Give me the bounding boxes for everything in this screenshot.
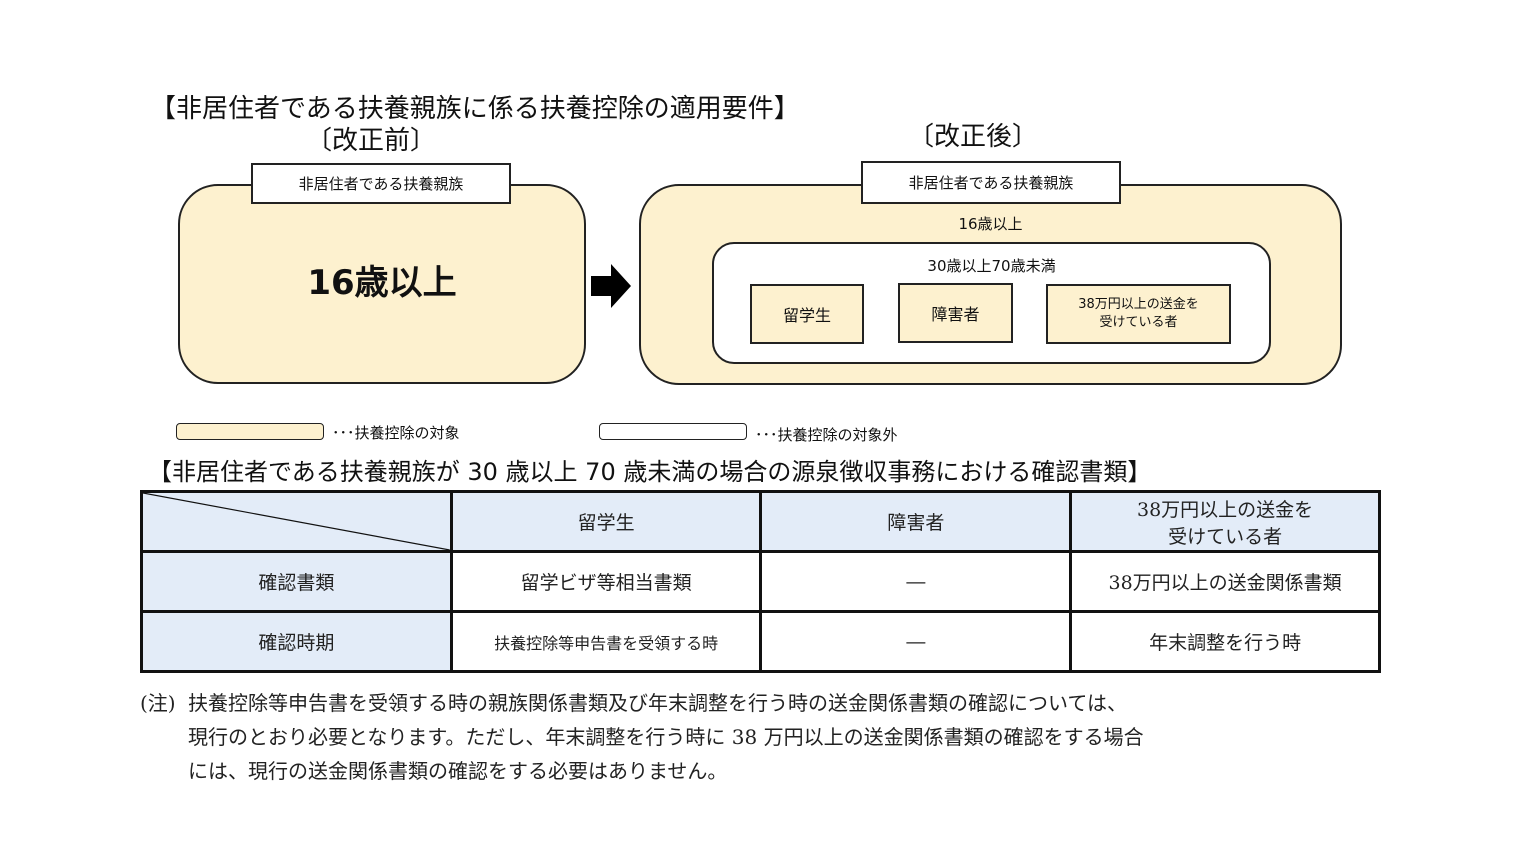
table-title: 【非居住者である扶養親族が 30 歳以上 70 歳未満の場合の源泉徴収事務におけ… [148,458,1152,486]
before-condition: 16歳以上 [307,263,457,303]
table-row: 確認時期 扶養控除等申告書を受領する時 ― 年末調整を行う時 [140,610,1381,673]
category-remittance-label-line1: 38万円以上の送金を [1078,297,1199,312]
table-cell: ― [759,610,1073,673]
category-remittance-label-line2: 受けている者 [1099,315,1178,330]
category-disabled-label: 障害者 [931,305,980,324]
table-cell: 留学ビザ等相当書類 [449,550,763,613]
row-header-documents: 確認書類 [140,550,453,613]
table-corner-cell [140,490,453,553]
footnote-line-2: 現行のとおり必要となります。ただし、年末調整を行う時に 38 万円以上の送金関係… [188,725,1144,749]
column-header-remittance-line2: 受けている者 [1168,525,1283,548]
before-heading: 〔改正前〕 [306,126,437,156]
before-eligible-group-box [178,184,586,384]
footnote: (注) 扶養控除等申告書を受領する時の親族関係書類及び年末調整を行う時の送金関係書… [140,686,1385,788]
footnote-line-3: には、現行の送金関係書類の確認をする必要はありません。 [188,759,728,783]
category-disabled: 障害者 [898,283,1013,343]
table-cell: 扶養控除等申告書を受領する時 [449,610,763,673]
category-remittance: 38万円以上の送金を 受けている者 [1046,284,1231,344]
confirmation-documents-table: 留学生 障害者 38万円以上の送金を 受けている者 確認書類 留学ビザ等相当書類… [140,490,1381,673]
legend-swatch-not-eligible [599,423,747,440]
legend-text-eligible: ･･･扶養控除の対象 [332,424,460,442]
diagonal-line [143,493,450,550]
column-header-remittance: 38万円以上の送金を 受けている者 [1069,490,1381,553]
table-cell: ― [759,550,1073,613]
table-cell: 38万円以上の送金関係書類 [1069,550,1381,613]
column-header-remittance-line1: 38万円以上の送金を [1137,498,1314,521]
after-inner-condition: 30歳以上70歳未満 [927,257,1056,275]
row-header-timing: 確認時期 [140,610,453,673]
table-row: 確認書類 留学ビザ等相当書類 ― 38万円以上の送金関係書類 [140,550,1381,613]
diagram-title: 【非居住者である扶養親族に係る扶養控除の適用要件】 [150,94,800,124]
footnote-mark: (注) [140,691,176,715]
legend-text-not-eligible: ･･･扶養控除の対象外 [755,426,898,444]
after-heading: 〔改正後〕 [908,122,1039,152]
table-cell: 年末調整を行う時 [1069,610,1381,673]
before-group-label: 非居住者である扶養親族 [251,163,511,204]
table-header-row: 留学生 障害者 38万円以上の送金を 受けている者 [140,490,1381,553]
after-group-label: 非居住者である扶養親族 [861,161,1121,204]
footnote-line-1: 扶養控除等申告書を受領する時の親族関係書類及び年末調整を行う時の送金関係書類の確… [188,691,1127,715]
after-outer-condition: 16歳以上 [958,215,1023,233]
legend-swatch-eligible [176,423,324,440]
column-header-disabled: 障害者 [759,490,1073,553]
column-header-student: 留学生 [449,490,763,553]
category-student: 留学生 [750,284,864,344]
right-arrow-icon [591,264,631,308]
category-student-label: 留学生 [782,306,831,325]
